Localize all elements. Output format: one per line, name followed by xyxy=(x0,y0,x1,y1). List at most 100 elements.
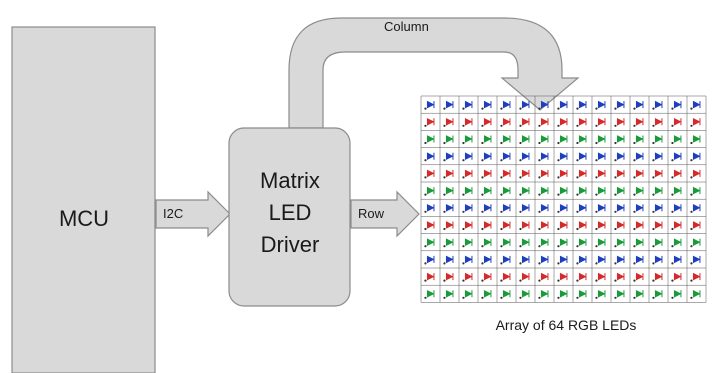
led-junction-dot xyxy=(557,262,560,265)
row-arrow xyxy=(350,190,420,238)
led-junction-dot xyxy=(557,227,560,231)
led-symbol xyxy=(597,100,606,109)
led-symbol xyxy=(578,169,587,178)
led-symbol xyxy=(616,255,625,264)
led-symbol xyxy=(426,169,435,178)
led-junction-dot xyxy=(690,107,693,110)
led-symbol xyxy=(616,272,625,281)
led-junction-dot xyxy=(614,141,617,145)
led-symbol xyxy=(597,186,606,195)
led-junction-dot xyxy=(462,124,465,127)
led-junction-dot xyxy=(481,227,484,231)
led-symbol xyxy=(521,169,530,178)
driver-label-line-2: LED xyxy=(269,200,312,225)
led-symbol xyxy=(483,186,492,195)
led-junction-dot xyxy=(500,227,503,231)
led-junction-dot xyxy=(500,107,503,110)
led-junction-dot xyxy=(690,210,693,213)
led-junction-dot xyxy=(519,227,522,231)
led-symbol xyxy=(616,117,625,126)
led-junction-dot xyxy=(614,159,617,162)
led-symbol xyxy=(445,289,454,298)
led-junction-dot xyxy=(576,210,579,213)
led-symbol xyxy=(540,272,549,281)
led-symbol xyxy=(464,135,473,143)
led-junction-dot xyxy=(652,227,655,231)
led-symbol xyxy=(673,255,682,264)
led-junction-dot xyxy=(595,124,598,127)
led-junction-dot xyxy=(424,141,427,145)
led-symbol xyxy=(483,238,492,247)
led-junction-dot xyxy=(443,227,446,231)
led-junction-dot xyxy=(671,141,674,145)
led-junction-dot xyxy=(538,124,541,127)
led-junction-dot xyxy=(652,296,655,299)
led-junction-dot xyxy=(595,227,598,231)
led-junction-dot xyxy=(652,193,655,196)
led-junction-dot xyxy=(614,227,617,231)
led-junction-dot xyxy=(690,124,693,127)
led-symbol xyxy=(559,186,568,195)
led-junction-dot xyxy=(481,107,484,110)
led-symbol xyxy=(502,272,511,281)
led-symbol xyxy=(654,169,663,178)
led-symbol xyxy=(559,169,568,178)
led-junction-dot xyxy=(595,107,598,110)
led-symbol xyxy=(445,152,454,161)
led-junction-dot xyxy=(557,176,560,179)
led-symbol xyxy=(692,289,701,298)
led-junction-dot xyxy=(671,176,674,179)
led-junction-dot xyxy=(652,210,655,213)
led-symbol xyxy=(635,186,644,195)
led-junction-dot xyxy=(500,296,503,299)
led-symbol xyxy=(445,100,454,109)
led-junction-dot xyxy=(538,193,541,196)
led-symbol xyxy=(445,186,454,195)
led-symbol xyxy=(635,117,644,126)
led-symbol xyxy=(654,255,663,264)
led-symbol xyxy=(578,289,587,298)
led-junction-dot xyxy=(671,210,674,213)
column-label: Column xyxy=(384,19,429,34)
led-junction-dot xyxy=(443,141,446,145)
led-junction-dot xyxy=(595,193,598,196)
led-junction-dot xyxy=(519,176,522,179)
led-symbol xyxy=(483,203,492,212)
led-symbol xyxy=(654,152,663,161)
led-symbol xyxy=(597,169,606,178)
led-junction-dot xyxy=(690,227,693,231)
led-junction-dot xyxy=(481,296,484,299)
led-symbol xyxy=(502,289,511,298)
led-junction-dot xyxy=(443,296,446,299)
led-junction-dot xyxy=(614,176,617,179)
led-symbol xyxy=(597,272,606,281)
led-junction-dot xyxy=(462,262,465,265)
led-symbol xyxy=(445,255,454,264)
led-symbol xyxy=(673,152,682,161)
led-junction-dot xyxy=(671,193,674,196)
led-symbol xyxy=(635,255,644,264)
led-junction-dot xyxy=(538,262,541,265)
led-junction-dot xyxy=(481,159,484,162)
led-symbol xyxy=(521,272,530,281)
led-symbol xyxy=(635,238,644,247)
led-junction-dot xyxy=(443,245,446,248)
led-symbol xyxy=(445,272,454,281)
led-symbol xyxy=(692,221,701,229)
led-symbol xyxy=(464,272,473,281)
led-symbol xyxy=(521,135,530,143)
led-junction-dot xyxy=(443,262,446,265)
led-symbol xyxy=(521,152,530,161)
led-junction-dot xyxy=(462,193,465,196)
led-junction-dot xyxy=(519,262,522,265)
led-junction-dot xyxy=(652,176,655,179)
led-junction-dot xyxy=(633,159,636,162)
led-symbol xyxy=(692,152,701,161)
led-symbol xyxy=(464,238,473,247)
led-symbol xyxy=(692,100,701,109)
led-symbol xyxy=(502,135,511,143)
led-symbol xyxy=(635,169,644,178)
led-symbol xyxy=(616,100,625,109)
led-symbol xyxy=(673,117,682,126)
